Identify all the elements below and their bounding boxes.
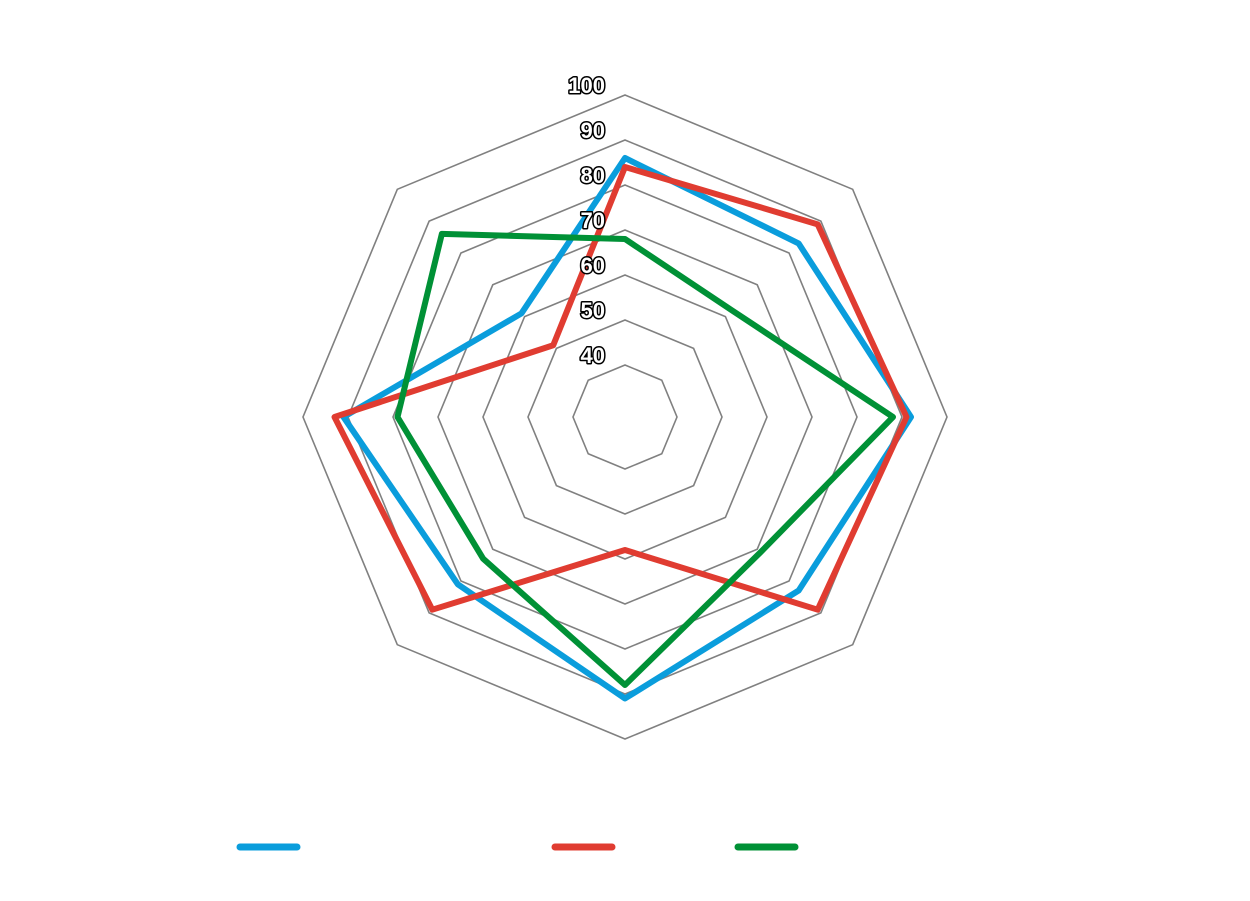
series-1-line — [340, 155, 914, 702]
grid-ring-40 — [572, 364, 678, 470]
tick-label-60: 60 — [581, 253, 605, 278]
tick-label-40: 40 — [581, 343, 605, 368]
grid-ring-50 — [527, 319, 723, 515]
tick-label-90: 90 — [581, 118, 605, 143]
tick-label-100: 100 — [568, 73, 605, 98]
grid-ring-100 — [302, 94, 948, 740]
grid-ring-70 — [437, 229, 813, 605]
tick-label-70: 70 — [581, 208, 605, 233]
series-3-line — [394, 230, 896, 688]
radar-series — [331, 155, 914, 702]
series-2-line — [331, 164, 910, 613]
grid-ring-80 — [392, 184, 858, 650]
radial-tick-labels: 40 50 60 70 80 90 100 — [567, 72, 607, 370]
grid-ring-60 — [482, 274, 768, 560]
tick-label-50: 50 — [581, 298, 605, 323]
tick-label-80: 80 — [581, 163, 605, 188]
